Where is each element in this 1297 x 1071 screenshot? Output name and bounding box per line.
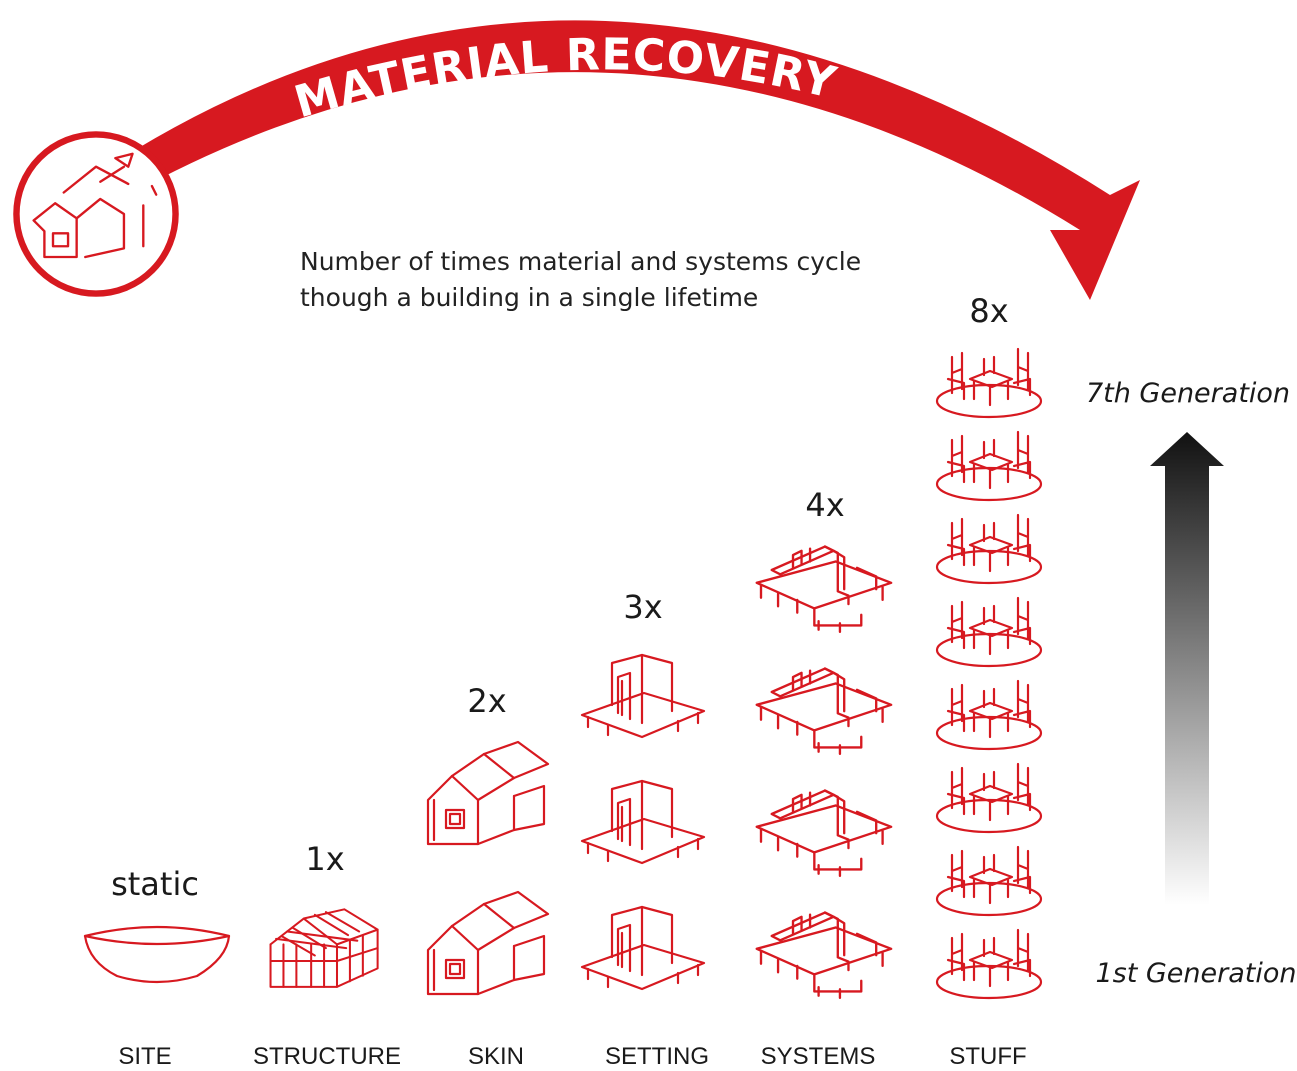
ducts-icon xyxy=(755,789,893,878)
ducts-icon xyxy=(755,667,893,756)
table-chairs-icon xyxy=(935,679,1043,751)
first-generation-label: 1st Generation xyxy=(1095,958,1296,989)
category-label: STRUCTURE xyxy=(253,1043,401,1070)
ducts-icon xyxy=(755,911,893,1000)
table-chairs-icon xyxy=(935,347,1043,419)
material-recovery-arrow xyxy=(120,20,1140,301)
table-chairs-icon xyxy=(935,430,1043,502)
seventh-generation-label: 7th Generation xyxy=(1086,378,1290,409)
ducts-icon xyxy=(755,545,893,634)
partition-icon xyxy=(580,653,706,739)
category-label: SKIN xyxy=(468,1043,524,1070)
category-label: SITE xyxy=(118,1043,171,1070)
bowl-icon xyxy=(83,925,231,984)
house-icon xyxy=(426,740,550,846)
partition-icon xyxy=(580,905,706,991)
table-chairs-icon xyxy=(935,513,1043,585)
frame-icon xyxy=(269,908,379,988)
table-chairs-icon xyxy=(935,845,1043,917)
category-label: STUFF xyxy=(949,1043,1026,1070)
category-label: SETTING xyxy=(605,1043,709,1070)
multiplier-label: 1x xyxy=(305,840,344,878)
table-chairs-icon xyxy=(935,928,1043,1000)
description-line-1: Number of times material and systems cyc… xyxy=(300,247,861,276)
description-line-2: though a building in a single lifetime xyxy=(300,283,758,312)
multiplier-label: static xyxy=(111,865,199,903)
partition-icon xyxy=(580,779,706,865)
multiplier-label: 4x xyxy=(805,486,844,524)
table-chairs-icon xyxy=(935,596,1043,668)
table-chairs-icon xyxy=(935,762,1043,834)
multiplier-label: 8x xyxy=(969,292,1008,330)
house-logo-icon xyxy=(16,134,175,293)
generation-arrow xyxy=(1150,432,1224,905)
multiplier-label: 2x xyxy=(467,682,506,720)
multiplier-label: 3x xyxy=(623,588,662,626)
category-columns: staticSITE1xSTRUCTURE2xSKIN3xSETTING4xSY… xyxy=(83,292,1043,1070)
category-label: SYSTEMS xyxy=(761,1043,876,1070)
house-icon xyxy=(426,890,550,996)
